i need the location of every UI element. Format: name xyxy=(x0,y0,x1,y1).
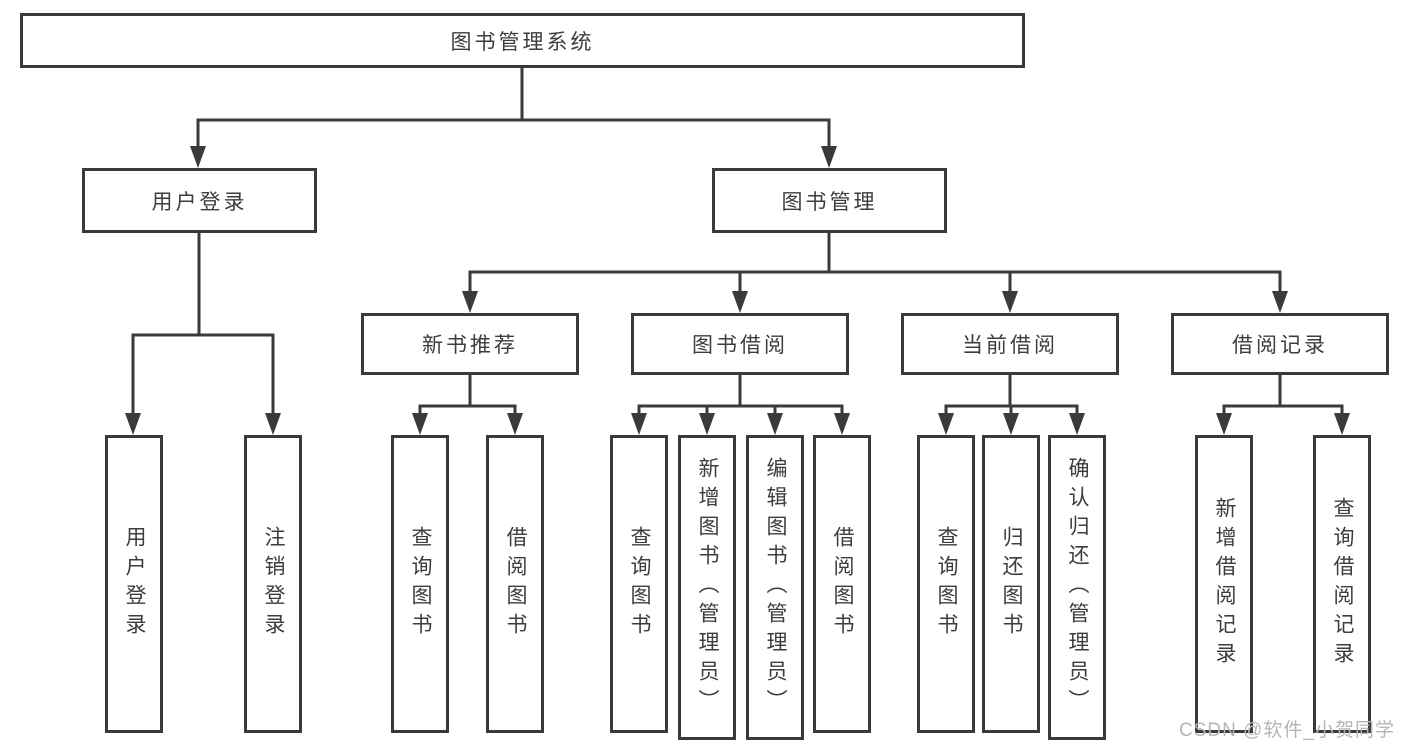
arrowhead-nb-borrow xyxy=(507,413,523,435)
node-root: 图书管理系统 xyxy=(20,13,1025,68)
leaf-br-add-record: 新增借阅记录 xyxy=(1195,435,1253,733)
arrowhead-br-query xyxy=(1334,413,1350,435)
node-new-book-recommend: 新书推荐 xyxy=(361,313,579,375)
leaf-bb-edit-books-admin: 编辑图书（管理员） xyxy=(746,435,804,740)
csdn-watermark: CSDN @软件_小贺同学 xyxy=(1179,720,1395,741)
arrowhead-book-borrow xyxy=(732,291,748,313)
connector-borrow-records-rail xyxy=(1222,404,1344,416)
arrowhead-cb-confirm xyxy=(1069,413,1085,435)
leaf-cb-return-books: 归还图书 xyxy=(982,435,1040,733)
leaf-user-login: 用户登录 xyxy=(105,435,163,733)
leaf-logout: 注销登录 xyxy=(244,435,302,733)
arrowhead-cb-return xyxy=(1003,413,1019,435)
leaf-br-query-record: 查询借阅记录 xyxy=(1313,435,1371,733)
leaf-nb-borrow-books: 借阅图书 xyxy=(486,435,544,733)
connector-user-login-rail xyxy=(131,333,275,416)
leaf-cb-query-books: 查询图书 xyxy=(917,435,975,733)
arrowhead-br-add xyxy=(1216,413,1232,435)
arrowhead-current-borrow xyxy=(1002,291,1018,313)
arrowhead-borrow-records xyxy=(1272,291,1288,313)
leaf-nb-query-books: 查询图书 xyxy=(391,435,449,733)
arrowhead-leaf-logout xyxy=(265,413,281,435)
arrowhead-bb-add xyxy=(699,413,715,435)
arrowhead-user-login xyxy=(190,146,206,168)
node-current-borrow: 当前借阅 xyxy=(901,313,1119,375)
leaf-bb-borrow-books: 借阅图书 xyxy=(813,435,871,733)
arrowhead-bb-borrow xyxy=(834,413,850,435)
node-borrow-records: 借阅记录 xyxy=(1171,313,1389,375)
arrowhead-book-management xyxy=(821,146,837,168)
node-book-borrow: 图书借阅 xyxy=(631,313,849,375)
arrowhead-bb-query xyxy=(631,413,647,435)
connector-new-book-rail xyxy=(418,404,517,416)
arrowhead-new-book xyxy=(462,291,478,313)
arrowhead-leaf-user-login xyxy=(125,413,141,435)
node-user-login: 用户登录 xyxy=(82,168,317,233)
leaf-cb-confirm-return-admin: 确认归还（管理员） xyxy=(1048,435,1106,740)
arrowhead-nb-query xyxy=(412,413,428,435)
connector-level3-rail xyxy=(468,270,1282,293)
connector-book-borrow-rail xyxy=(637,404,844,416)
arrowhead-cb-query xyxy=(938,413,954,435)
arrowhead-bb-edit xyxy=(767,413,783,435)
leaf-bb-add-books-admin: 新增图书（管理员） xyxy=(678,435,736,740)
connector-level2-rail xyxy=(196,118,831,148)
node-book-management: 图书管理 xyxy=(712,168,947,233)
leaf-bb-query-books: 查询图书 xyxy=(610,435,668,733)
